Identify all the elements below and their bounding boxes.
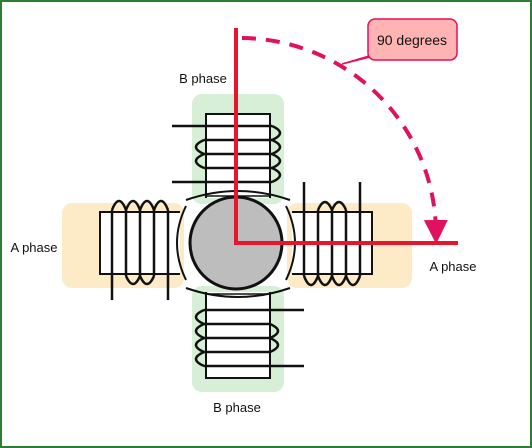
angle-callout-box bbox=[367, 18, 458, 61]
b-phase-bottom-label: B phase bbox=[213, 400, 261, 415]
rotation-arc-arrow bbox=[241, 36, 448, 244]
a-phase-left-pole bbox=[99, 199, 187, 300]
a-phase-right-label: A phase bbox=[430, 259, 477, 274]
angle-callout-text: 90 degrees bbox=[377, 32, 447, 48]
b-phase-bottom-pole bbox=[185, 287, 304, 379]
a-phase-left-label: A phase bbox=[11, 240, 58, 255]
b-phase-bottom-coil bbox=[194, 308, 304, 368]
a-phase-left-coil bbox=[110, 199, 170, 300]
angle-callout: 90 degrees bbox=[341, 18, 458, 65]
b-phase-top-label: B phase bbox=[179, 71, 227, 86]
